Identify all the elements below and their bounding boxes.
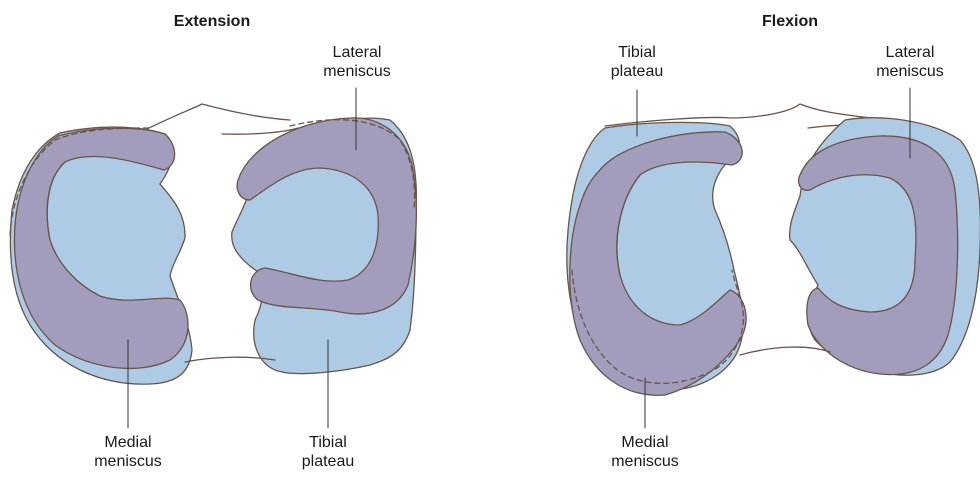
extension-tibial-plateau-label: Tibial plateau bbox=[302, 433, 355, 471]
extension-panel bbox=[10, 104, 416, 384]
flexion-title: Flexion bbox=[762, 12, 818, 31]
flexion-tibia-base bbox=[740, 347, 830, 355]
flexion-tibial-plateau-label: Tibial plateau bbox=[611, 43, 664, 81]
extension-lateral-meniscus-label: Lateral meniscus bbox=[323, 43, 391, 81]
extension-title: Extension bbox=[174, 12, 250, 31]
flexion-medial-meniscus-label: Medial meniscus bbox=[611, 433, 679, 471]
flexion-lateral-meniscus-label: Lateral meniscus bbox=[876, 43, 944, 81]
extension-medial-meniscus-label: Medial meniscus bbox=[94, 433, 162, 471]
flexion-panel bbox=[567, 104, 980, 395]
flexion-femoral-outline bbox=[605, 104, 870, 126]
extension-femoral-outline bbox=[145, 104, 290, 130]
